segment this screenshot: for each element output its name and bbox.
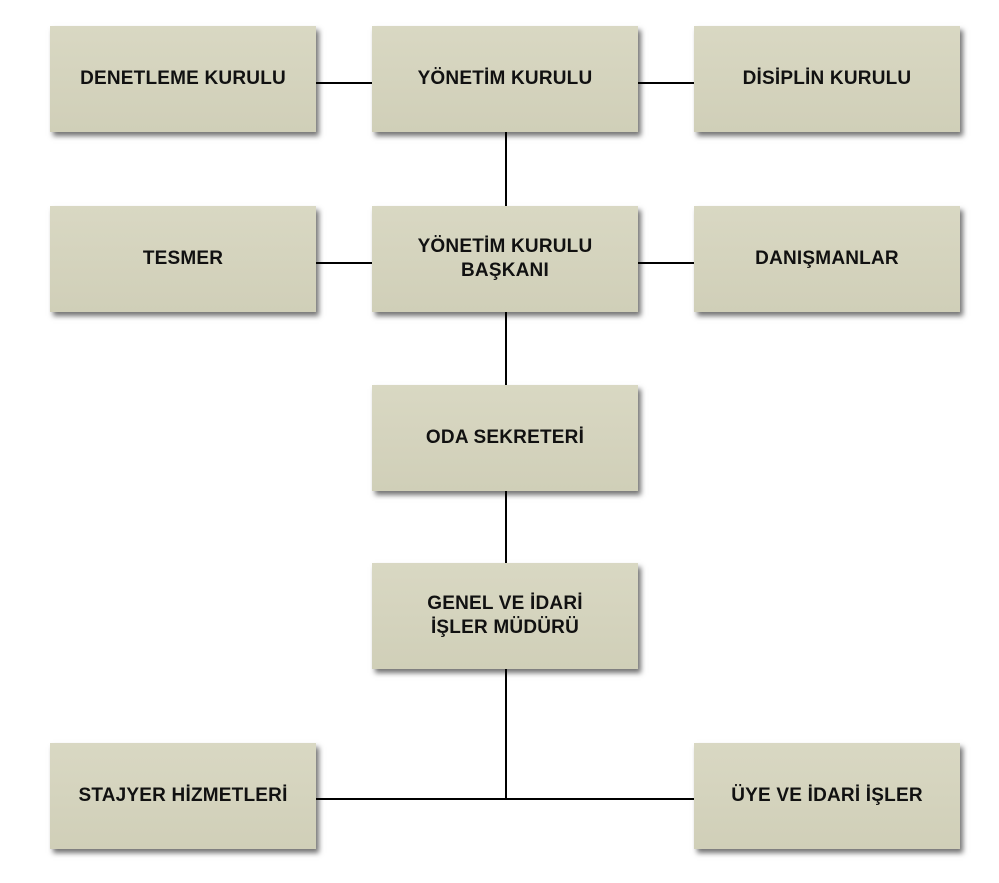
node-label: ODA SEKRETERİ: [425, 427, 585, 448]
node-tesmer: TESMER: [50, 206, 316, 312]
node-label: YÖNETİM KURULU: [417, 68, 593, 89]
node-uye-ve-idari-isler: ÜYE VE İDARİ İŞLER: [694, 743, 960, 849]
node-genel-ve-idari-isler-muduru: GENEL VE İDARİ İŞLER MÜDÜRÜ: [372, 563, 638, 669]
node-yonetim-kurulu-baskani: YÖNETİM KURULU BAŞKANI: [372, 206, 638, 312]
node-denetleme-kurulu: DENETLEME KURULU: [50, 26, 316, 132]
node-label: TESMER: [142, 248, 224, 269]
node-label: STAJYER HİZMETLERİ: [78, 785, 288, 806]
node-danismanlar: DANIŞMANLAR: [694, 206, 960, 312]
node-yonetim-kurulu: YÖNETİM KURULU: [372, 26, 638, 132]
node-label: DANIŞMANLAR: [755, 248, 899, 269]
node-label: DİSİPLİN KURULU: [742, 68, 912, 89]
node-oda-sekreteri: ODA SEKRETERİ: [372, 385, 638, 491]
node-label: ÜYE VE İDARİ İŞLER: [731, 785, 923, 806]
node-label: GENEL VE İDARİ İŞLER MÜDÜRÜ: [427, 593, 583, 638]
node-label: DENETLEME KURULU: [80, 68, 286, 89]
node-stajyer-hizmetleri: STAJYER HİZMETLERİ: [50, 743, 316, 849]
node-label: YÖNETİM KURULU BAŞKANI: [417, 236, 593, 281]
node-disiplin-kurulu: DİSİPLİN KURULU: [694, 26, 960, 132]
